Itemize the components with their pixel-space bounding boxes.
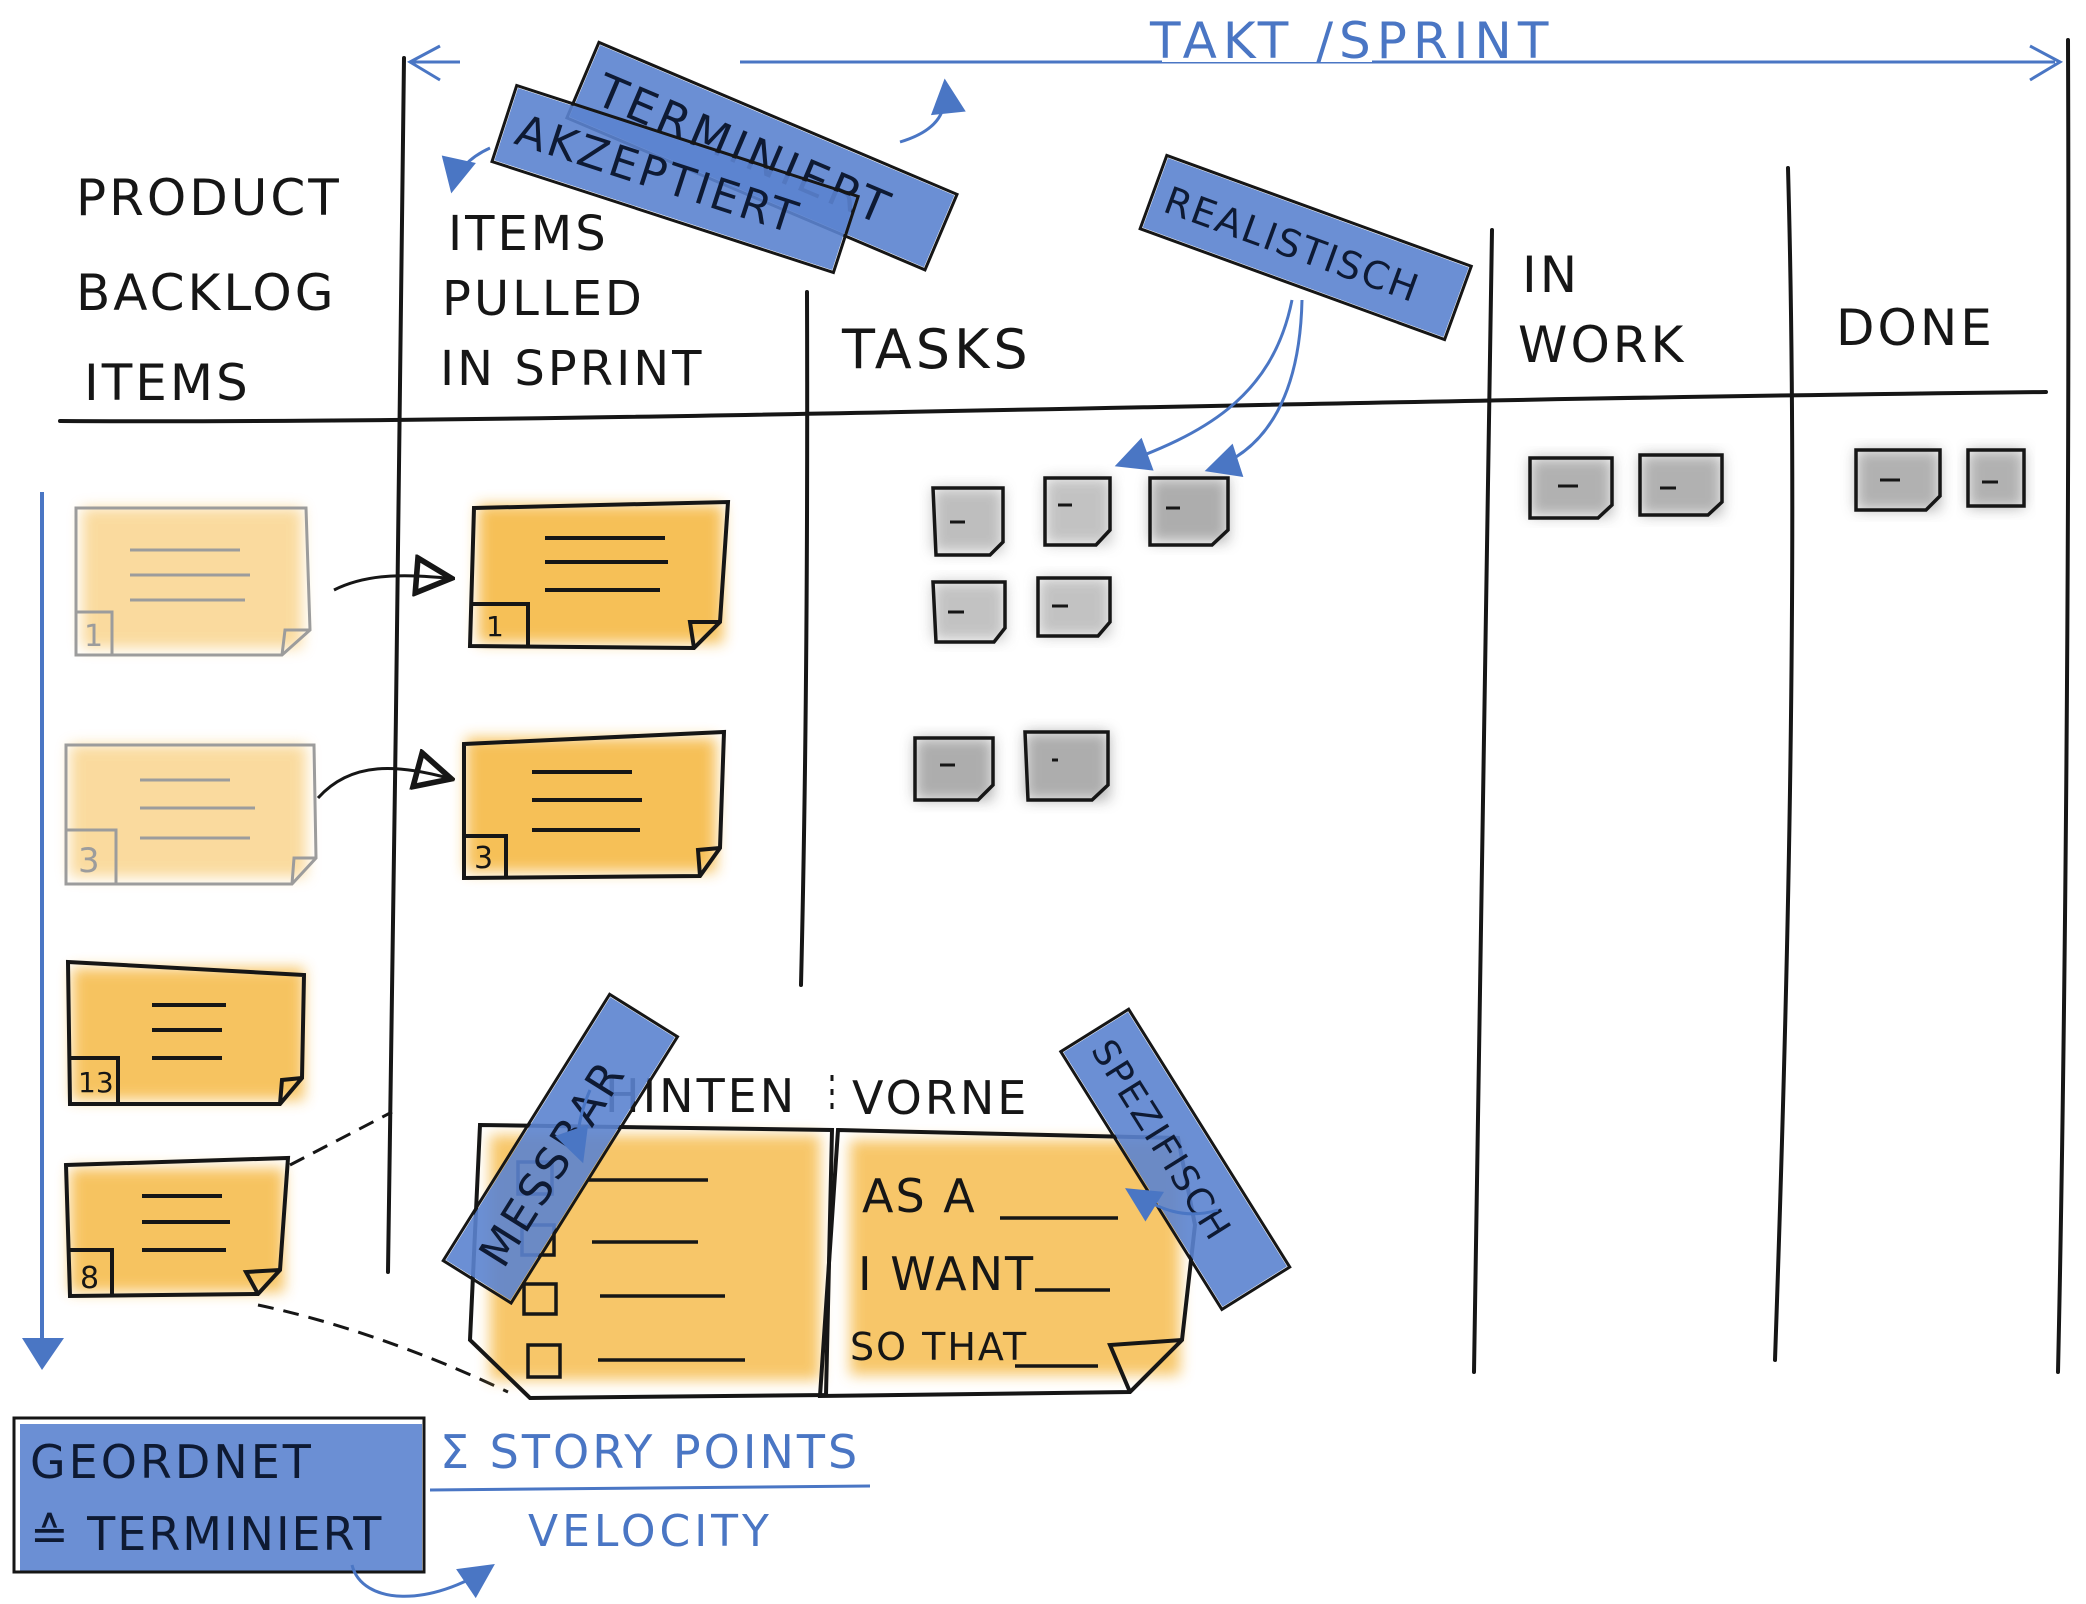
header-pulled-line-2: PULLED (442, 271, 645, 327)
header-pulled-line-3: IN SPRINT (440, 341, 704, 397)
story-card-back (467, 1122, 835, 1401)
backlog-order-arrow (22, 492, 64, 1370)
backlog-card-1: 1 (74, 506, 312, 657)
header-backlog: PRODUCT BACKLOG ITEMS (76, 169, 342, 412)
task-notes (913, 448, 2026, 802)
task-note (1043, 476, 1112, 547)
pull-arrow-2 (316, 768, 448, 800)
connector-dashed-bottom (257, 1303, 509, 1394)
task-note (1528, 456, 1614, 520)
realistisch-arrow-1 (1114, 299, 1294, 471)
backlog-card-3: 3 (64, 743, 318, 886)
vorne-label: VORNE (852, 1071, 1029, 1125)
pulled-card-3: 3 (462, 729, 727, 881)
formula-numerator: Σ STORY POINTS (440, 1425, 860, 1479)
backlog-card-1-points: 1 (84, 619, 103, 654)
akzeptiert-arrow (441, 146, 491, 194)
pull-arrow-1 (333, 576, 448, 590)
spezifisch-arrow (1125, 1188, 1219, 1222)
task-note (913, 736, 995, 802)
tag-geordnet-line-2: ≙ TERMINIERT (30, 1507, 383, 1561)
front-line-i-want: I WANT (858, 1247, 1035, 1301)
formula-denominator: VELOCITY (528, 1506, 773, 1557)
backlog-card-8-points: 8 (80, 1261, 99, 1296)
header-pulled: ITEMS PULLED IN SPRINT (440, 206, 704, 397)
tag-realistisch: REALISTISCH (1138, 153, 1474, 342)
header-tasks: TASKS (841, 318, 1032, 381)
task-note (1966, 448, 2026, 508)
connector-dashed-top (289, 1110, 393, 1167)
task-note (931, 486, 1005, 557)
pulled-card-1: 1 (467, 499, 731, 651)
task-note (1036, 576, 1112, 638)
front-line-so-that: SO THAT (850, 1325, 1028, 1369)
tag-geordnet-line-1: GEORDNET (30, 1435, 314, 1489)
terminiert-arrow (899, 78, 966, 144)
task-note (1854, 448, 1942, 512)
story-card-detail: AS A I WANT SO THAT HINTEN VORNE (257, 1069, 1198, 1401)
header-pulled-line-1: ITEMS (448, 206, 609, 262)
divider-inwork-done (1773, 166, 1795, 1362)
takt-sprint-label: TAKT /SPRINT (1149, 12, 1554, 70)
header-backlog-line-3: ITEMS (84, 354, 251, 412)
task-note (1638, 453, 1724, 517)
backlog-card-8: 8 (63, 1155, 291, 1299)
task-note (931, 580, 1007, 644)
header-in-work: IN WORK (1518, 246, 1686, 374)
tag-geordnet: GEORDNET ≙ TERMINIERT (12, 1416, 426, 1574)
board-right-edge (2056, 38, 2071, 1374)
pulled-card-1-points: 1 (486, 610, 504, 643)
backlog-card-13: 13 (65, 959, 307, 1106)
task-note (1023, 730, 1110, 802)
realistisch-arrow-2 (1204, 299, 1304, 477)
header-backlog-line-2: BACKLOG (76, 264, 337, 322)
divider-pulled-tasks (799, 290, 810, 987)
header-in-work-line-1: IN (1522, 246, 1580, 304)
takt-sprint-arrow: TAKT /SPRINT (406, 12, 2064, 82)
divider-tasks-inwork (1472, 228, 1494, 1374)
divider-backlog-pulled (386, 56, 406, 1274)
header-in-work-line-2: WORK (1518, 316, 1686, 374)
header-underline (58, 390, 2048, 424)
task-note (1148, 476, 1230, 547)
checkbox (522, 1282, 558, 1316)
header-backlog-line-1: PRODUCT (76, 169, 342, 227)
front-line-as-a: AS A (862, 1169, 977, 1223)
backlog-card-3-points: 3 (78, 841, 100, 881)
board-lines (58, 38, 2071, 1374)
geordnet-arrow (350, 1564, 495, 1599)
velocity-formula: Σ STORY POINTS VELOCITY (429, 1425, 871, 1557)
pulled-card-3-points: 3 (474, 841, 493, 876)
backlog-card-13-points: 13 (78, 1066, 114, 1099)
header-done: DONE (1836, 299, 1995, 357)
formula-bar (429, 1484, 871, 1492)
messbar-arrow (555, 1089, 592, 1164)
checkbox (526, 1343, 562, 1379)
